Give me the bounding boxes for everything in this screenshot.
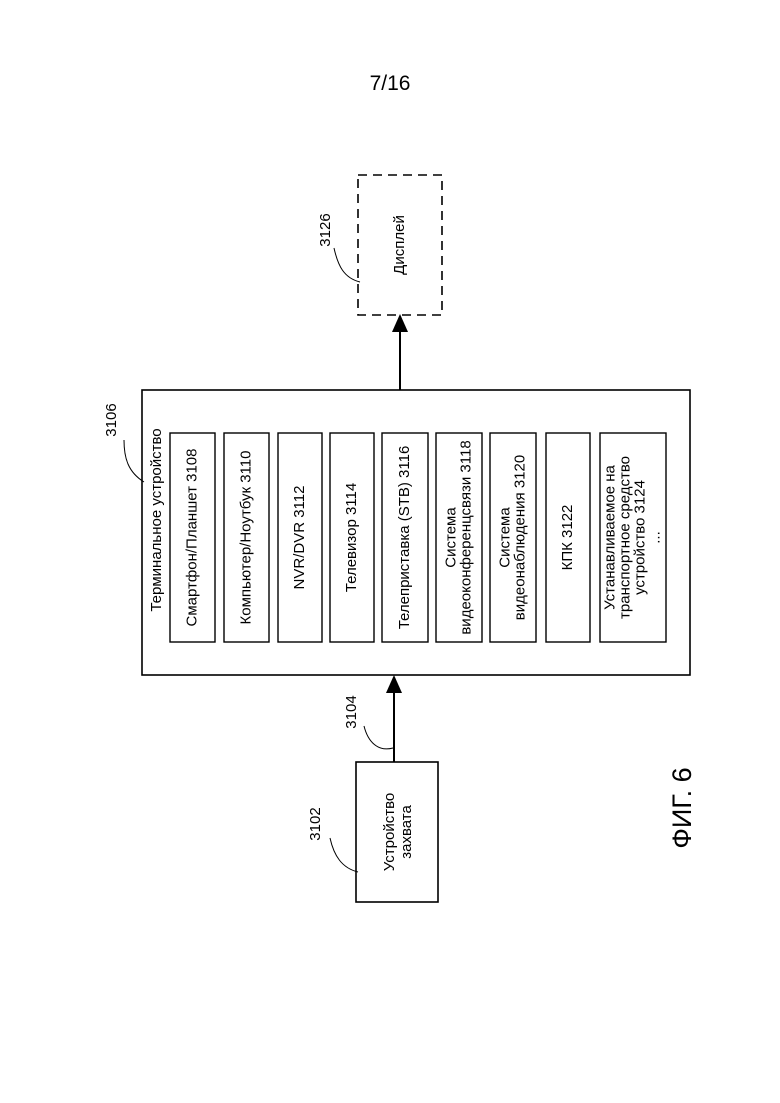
capture-device-line-1: Устройство [381, 793, 398, 871]
terminal-ref-text: 3106 [103, 403, 120, 436]
display-label: Дисплей [391, 215, 408, 275]
terminal-item-text: видеоконференцсвязи 3118 [457, 440, 474, 634]
link-ref-text: 3104 [343, 695, 360, 728]
link-ref-leader [364, 726, 393, 749]
terminal-item-text: Смартфон/Планшет 3108 [183, 449, 200, 627]
terminal-item-label: Телеприставка (STB) 3116 [396, 446, 413, 630]
terminal-item-text: Телеприставка (STB) 3116 [396, 446, 413, 630]
page-number: 7/16 [370, 72, 411, 95]
capture-device-line-2: захвата [398, 805, 415, 859]
terminal-item-text: Компьютер/Ноутбук 3110 [237, 451, 254, 625]
terminal-item-label: Системавидеоконференцсвязи 3118 [442, 440, 474, 634]
figure-label-text: ФИГ. 6 [667, 767, 697, 848]
terminal-item-text: КПК 3122 [559, 505, 576, 571]
capture-ref: 3102 [307, 807, 324, 840]
display-label-line: Дисплей [391, 215, 408, 275]
terminal-item-label: NVR/DVR 3112 [291, 486, 308, 590]
terminal-item-text: Телевизор 3114 [343, 483, 360, 592]
terminal-item-label: Смартфон/Планшет 3108 [183, 449, 200, 627]
display-ref-text: 3126 [317, 213, 334, 246]
terminal-items: Смартфон/Планшет 3108 Компьютер/Ноутбук 3… [170, 433, 666, 642]
capture-ref-leader [330, 838, 358, 872]
terminal-item-label: Системавидеонаблюдения 3120 [496, 455, 528, 620]
terminal-item-text: ... [646, 531, 663, 544]
capture-device-label: Устройство захвата [381, 793, 415, 871]
terminal-item-label: Устанавливаемое натранспортное средствоу… [601, 456, 663, 619]
terminal-item-label: Телевизор 3114 [343, 483, 360, 592]
terminal-ref-leader [124, 440, 144, 482]
display-ref-leader [334, 248, 360, 282]
terminal-item-text: NVR/DVR 3112 [291, 486, 308, 590]
terminal-item-label: КПК 3122 [559, 505, 576, 571]
figure-label: ФИГ. 6 [667, 767, 697, 848]
link-ref: 3104 [343, 695, 360, 728]
terminal-title-text: Терминальное устройство [148, 428, 165, 611]
capture-ref-text: 3102 [307, 807, 324, 840]
terminal-item-label: Компьютер/Ноутбук 3110 [237, 451, 254, 625]
terminal-title: Терминальное устройство [148, 428, 165, 611]
display-ref: 3126 [317, 213, 334, 246]
terminal-ref: 3106 [103, 403, 120, 436]
terminal-item-text: видеонаблюдения 3120 [511, 455, 528, 620]
